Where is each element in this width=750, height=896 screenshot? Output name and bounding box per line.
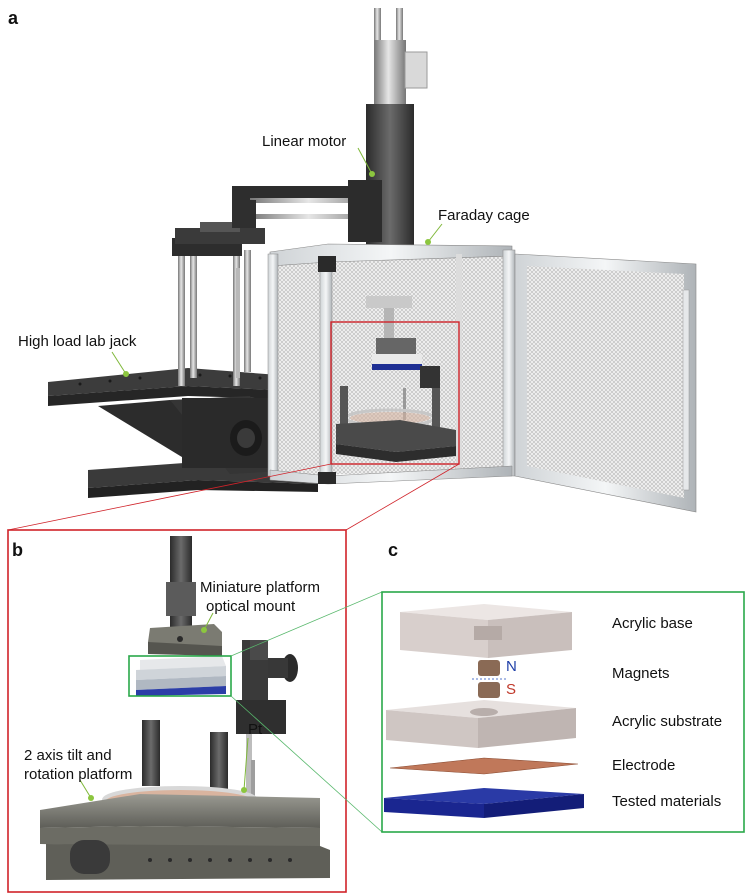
label-mount-line2: optical mount (206, 598, 296, 615)
label-magnets: Magnets (612, 665, 670, 682)
panel-a-illustration (7, 8, 697, 531)
panel-b-leaders (79, 612, 249, 801)
magnets-drawing (472, 660, 508, 698)
panel-c-frame (381, 591, 745, 833)
panel-label-b: b (12, 540, 23, 560)
leader-dot (425, 239, 431, 245)
label-tested-materials: Tested materials (612, 793, 722, 810)
label-electrode: Electrode (612, 757, 676, 774)
acrylic-base-drawing (400, 604, 572, 658)
faraday-cage-drawing (267, 243, 697, 513)
acrylic-substrate-drawing (386, 700, 576, 748)
inset-line-bottom (230, 695, 383, 833)
label-acrylic-base: Acrylic base (612, 615, 693, 632)
panel-b-frame (7, 529, 347, 893)
zoom-line-right (345, 463, 460, 531)
leader-dot (123, 371, 129, 377)
panel-c-illustration (384, 604, 584, 818)
zoom-line-left (7, 463, 332, 531)
leader-dot (201, 627, 207, 633)
label-acrylic-substrate: Acrylic substrate (612, 713, 723, 730)
inset-line-top (230, 591, 383, 657)
panel-a-leaders (111, 147, 443, 377)
leader-dot (241, 787, 247, 793)
inset-box-b (128, 655, 232, 697)
label-north-pole: N (506, 658, 517, 675)
linear-motor-drawing (348, 8, 428, 280)
zoom-box-a (330, 321, 460, 465)
electrode-drawing (389, 757, 579, 775)
label-faraday-cage: Faraday cage (438, 207, 530, 224)
label-platform-line1: 2 axis tilt and (24, 747, 112, 764)
panel-label-c: c (388, 540, 399, 560)
support-columns (172, 186, 382, 386)
leader-dot (88, 795, 94, 801)
leader-dot (369, 171, 375, 177)
label-lab-jack: High load lab jack (18, 333, 137, 350)
label-south-pole: S (506, 681, 517, 698)
tested-materials-drawing (384, 788, 584, 818)
label-platform-line2: rotation platform (24, 766, 133, 783)
label-linear-motor: Linear motor (262, 133, 347, 150)
label-mount-line1: Miniature platform (200, 579, 321, 596)
panel-label-a: a (8, 8, 19, 28)
label-pt: Pt (248, 721, 263, 738)
